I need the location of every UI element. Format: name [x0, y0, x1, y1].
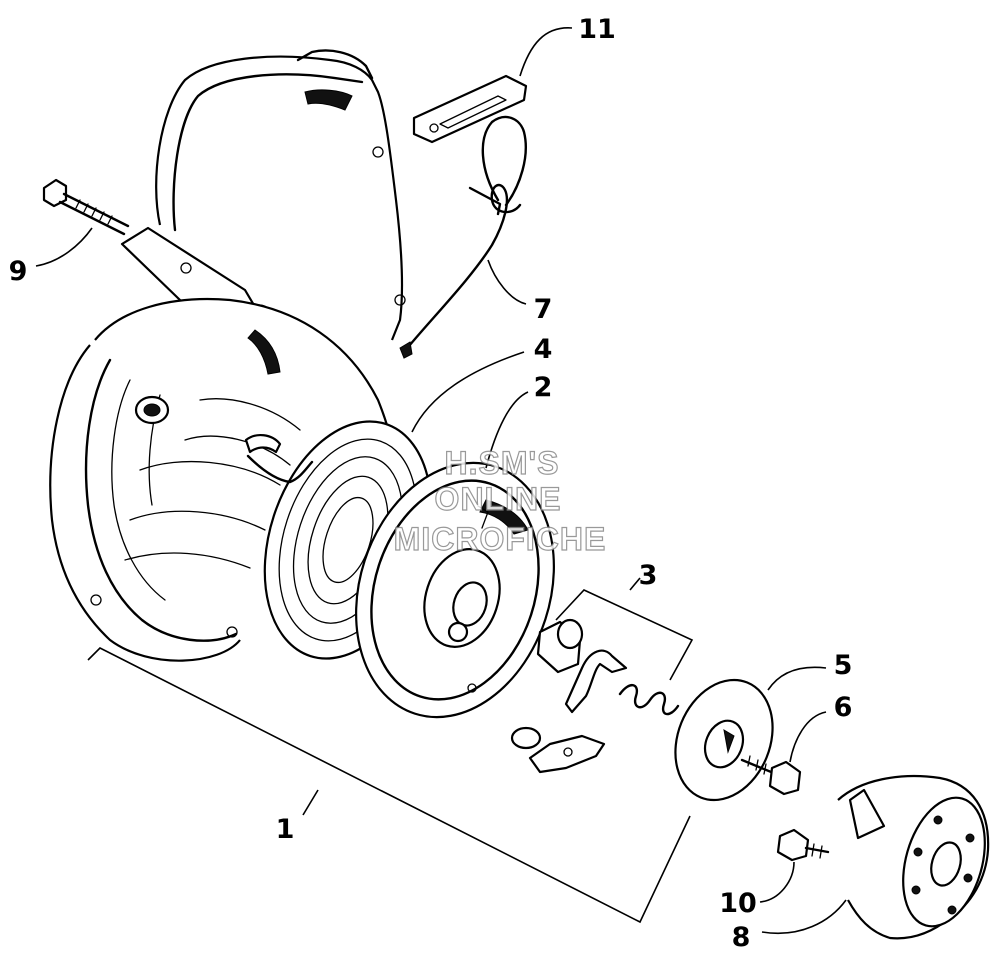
callout-3: 3: [639, 560, 658, 591]
callout-1: 1: [276, 814, 295, 845]
watermark-line3: MICROFICHE: [394, 521, 607, 557]
leader-lines: [35, 27, 847, 934]
callout-2: 2: [534, 372, 553, 403]
callout-10: 10: [719, 888, 757, 919]
callout-8: 8: [732, 922, 751, 953]
rope-7: [399, 115, 527, 359]
callout-9: 9: [9, 256, 28, 287]
callouts: 1 2 3 4 5 6 7 8 9 10 11: [9, 14, 853, 953]
washer-5: [674, 678, 774, 802]
bolt-6: [740, 755, 802, 796]
bolt-10: [776, 828, 830, 862]
pawl-assembly-3: [510, 618, 680, 774]
pulley-2: [355, 461, 555, 719]
callout-5: 5: [834, 650, 853, 681]
watermark-line2: ONLINE: [435, 481, 562, 517]
callout-11: 11: [578, 14, 616, 45]
bolt-9: [42, 178, 130, 236]
watermark: H.SM'S ONLINE MICROFICHE: [393, 444, 607, 557]
handle-11: [412, 74, 528, 144]
recoil-housing: [49, 49, 406, 662]
watermark-line1: H.SM'S: [445, 445, 560, 481]
callout-6: 6: [834, 692, 853, 723]
starter-cup-8: [837, 775, 990, 940]
callout-7: 7: [534, 294, 553, 325]
callout-4: 4: [534, 334, 553, 365]
